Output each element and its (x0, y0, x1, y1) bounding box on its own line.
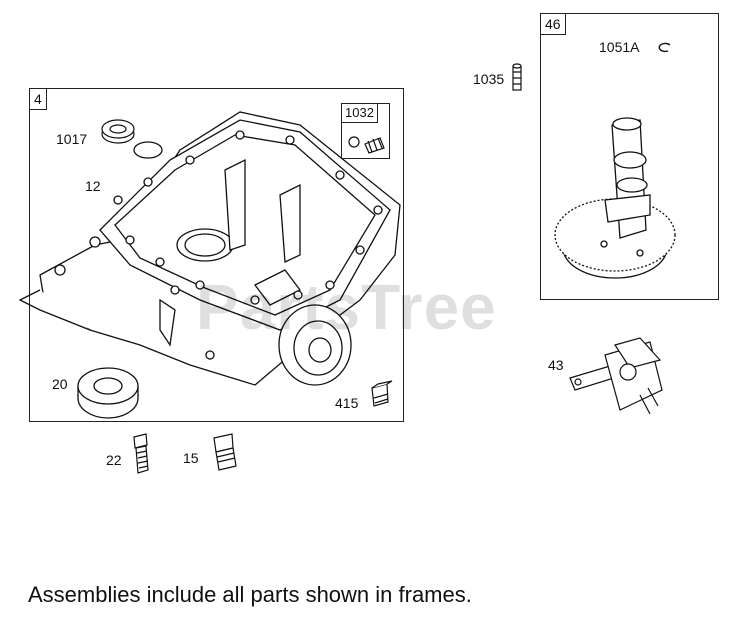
assembly-46-frame[interactable]: 46 (540, 13, 719, 300)
part-label-1035[interactable]: 1035 (473, 71, 505, 87)
kit-1032-frame[interactable]: 1032 (341, 103, 390, 159)
watermark: PartsTree (196, 271, 497, 343)
part-label-22[interactable]: 22 (106, 452, 122, 468)
assembly-4-frame[interactable]: 4 (29, 88, 404, 422)
part-label-415[interactable]: 415 (335, 395, 359, 411)
part-22-icon (133, 433, 149, 474)
part-label-20[interactable]: 20 (52, 376, 68, 392)
part-label-1051a[interactable]: 1051A (599, 39, 640, 55)
part-1035-icon (512, 63, 522, 91)
part-15-icon (213, 433, 237, 471)
part-label-15[interactable]: 15 (183, 450, 199, 466)
camshaft-icon (554, 117, 676, 279)
part-415-icon (371, 380, 393, 407)
part-43-icon (569, 337, 663, 415)
part-20-icon (77, 367, 139, 419)
part-1017-icon (101, 119, 135, 144)
assembly-46-tag: 46 (541, 14, 566, 35)
assembly-4-tag: 4 (30, 89, 47, 110)
part-1032-icon (348, 136, 385, 154)
part-label-1017[interactable]: 1017 (56, 131, 88, 147)
sump-icon (18, 111, 401, 386)
part-label-12[interactable]: 12 (85, 178, 101, 194)
part-label-43[interactable]: 43 (548, 357, 564, 373)
part-1051a-icon (658, 42, 671, 53)
footnote-caption: Assemblies include all parts shown in fr… (28, 582, 472, 607)
kit-1032-tag: 1032 (342, 104, 378, 123)
